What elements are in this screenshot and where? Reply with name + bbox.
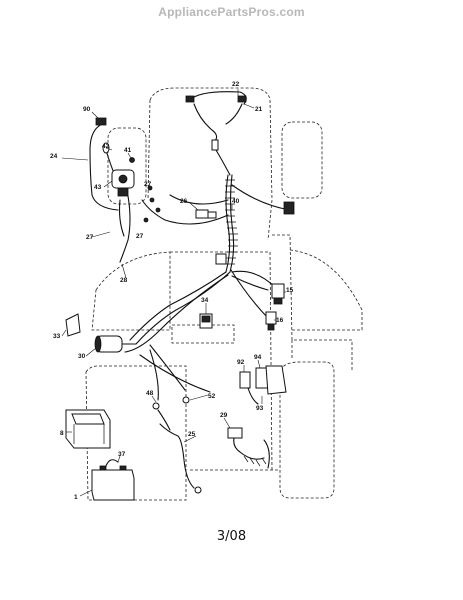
battery-tray: [65, 409, 111, 449]
coiled-wire: [227, 427, 270, 469]
starter-motor: [94, 335, 137, 353]
callout-21: 21: [255, 106, 263, 113]
callout-1: 1: [74, 494, 78, 501]
callout-labels: 22 21 90 42 24 41 43 27 40 26 27 27 28 3…: [50, 81, 294, 501]
ground-wire: [89, 117, 119, 211]
callout-48: 48: [146, 390, 154, 397]
callout-25: 25: [188, 431, 196, 438]
chassis-outline: [85, 87, 363, 501]
callout-22: 22: [232, 81, 240, 88]
callout-leaders: [61, 89, 286, 497]
callout-94: 94: [254, 354, 262, 361]
callout-28: 28: [120, 277, 128, 284]
callout-24: 24: [50, 153, 58, 160]
date-code: 3/08: [216, 529, 247, 544]
fuse-cluster: [239, 365, 287, 405]
key-switch: [65, 313, 81, 337]
callout-27-a: 27: [144, 181, 152, 188]
callout-16: 16: [276, 317, 284, 324]
callout-27-b: 27: [86, 234, 94, 241]
connector-34: [199, 313, 213, 329]
ignition-harness: [185, 91, 247, 151]
callout-37: 37: [118, 451, 126, 458]
callout-42: 42: [102, 143, 110, 150]
callout-27-c: 27: [136, 233, 144, 240]
callout-43: 43: [94, 184, 102, 191]
relay-connectors: [195, 201, 295, 265]
callout-29: 29: [220, 412, 228, 419]
callout-33: 33: [53, 333, 61, 340]
callout-90: 90: [83, 106, 91, 113]
seat-switch: [265, 283, 285, 331]
callout-52: 52: [208, 393, 216, 400]
solenoid: [111, 157, 161, 263]
callout-41: 41: [124, 147, 132, 154]
callout-8: 8: [60, 430, 64, 437]
callout-34: 34: [201, 297, 209, 304]
callout-26: 26: [180, 198, 188, 205]
callout-30: 30: [78, 353, 86, 360]
battery: [91, 459, 135, 501]
callout-40: 40: [232, 198, 240, 205]
callout-92: 92: [237, 359, 245, 366]
callout-15: 15: [286, 287, 294, 294]
ring-terminals: [152, 396, 202, 494]
watermark: AppliancePartsPros.com: [158, 5, 305, 19]
callout-93: 93: [256, 405, 264, 412]
